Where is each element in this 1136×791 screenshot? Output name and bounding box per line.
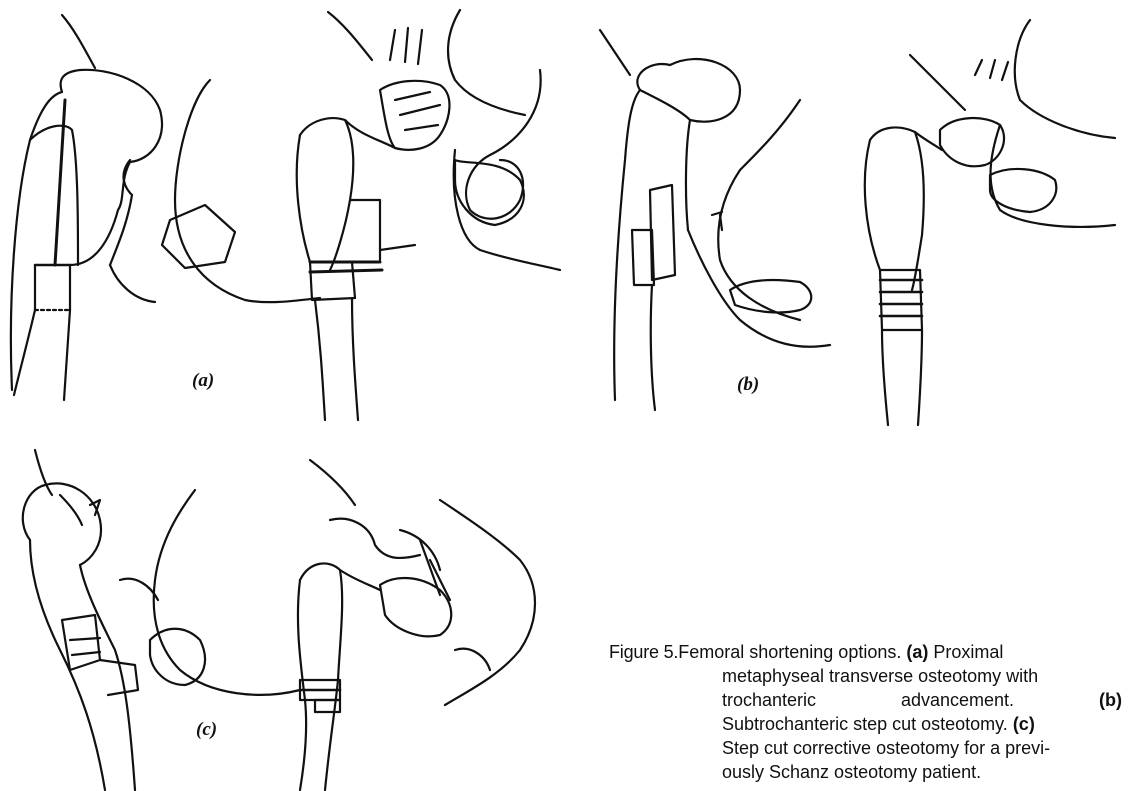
panel-b-postop-femur: [865, 20, 1115, 425]
caption-line-3: trochanteric advancement. (b): [609, 688, 1129, 712]
caption-line-2: metaphyseal transverse osteotomy with: [609, 664, 1129, 688]
caption-line-5: Step cut corrective osteotomy for a prev…: [609, 736, 1129, 760]
caption-line-1-rest: Proximal: [928, 642, 1003, 662]
caption-intro: Femoral shortening options.: [678, 642, 906, 662]
panel-b-preop-femur: [600, 30, 830, 410]
figure-label: Figure 5.: [609, 642, 678, 662]
caption-part-c: (c): [1013, 714, 1035, 734]
panel-label-b: (b): [737, 374, 759, 396]
caption-part-b: (b): [1099, 688, 1122, 712]
panel-label-c: (c): [196, 719, 217, 741]
panel-a-preop-femur: [11, 15, 320, 400]
panel-c-preop-femur: [23, 450, 300, 790]
caption-line-4: Subtrochanteric step cut osteotomy. (c): [609, 712, 1129, 736]
panel-c-postop-femur: [298, 460, 535, 790]
caption-part-a: (a): [906, 642, 928, 662]
caption-line-3-word-2: advancement.: [901, 688, 1014, 712]
panel-label-a: (a): [192, 370, 214, 392]
caption-line-4-text: Subtrochanteric step cut osteotomy.: [722, 714, 1013, 734]
caption-line-1: Figure 5.Femoral shortening options. (a)…: [609, 640, 1129, 664]
panel-a-postop-femur: [297, 10, 560, 420]
figure-caption: Figure 5.Femoral shortening options. (a)…: [609, 640, 1129, 784]
caption-line-3-word-1: trochanteric: [722, 688, 816, 712]
caption-line-6: ously Schanz osteotomy patient.: [609, 760, 1129, 784]
